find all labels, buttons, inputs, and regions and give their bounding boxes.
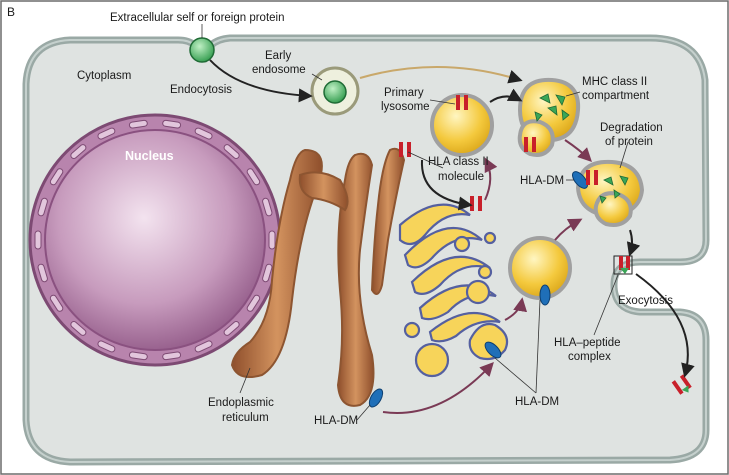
nuclear-pore (246, 294, 261, 312)
arrow-mhc-to-degradation (564, 139, 592, 162)
nuclear-pore (128, 119, 148, 129)
label-hla-dm-top: HLA-DM (520, 175, 564, 187)
nuclear-pore (223, 320, 240, 336)
arrow-degradation-to-membrane (626, 229, 641, 257)
label-hla-class-ii-line2: molecule (438, 171, 484, 183)
mhc-class-ii-compartment (517, 77, 581, 157)
hla-peptide-complex-membrane (613, 255, 633, 275)
label-cytoplasm: Cytoplasm (77, 70, 131, 82)
golgi-vesicle-hla-dm (468, 322, 509, 361)
nuclear-pore (37, 263, 48, 283)
nuclear-pore (162, 351, 182, 361)
arrow-er-to-golgi (420, 159, 473, 211)
nuclear-pore (128, 351, 148, 361)
nuclear-envelope-pores (34, 119, 276, 361)
golgi-apparatus (398, 203, 501, 378)
arrow-vesicle-to-transport (504, 297, 528, 321)
label-exocytosis: Exocytosis (618, 295, 673, 307)
nuclear-pore (194, 127, 213, 140)
nuclear-pore (246, 168, 261, 186)
label-endocytosis: Endocytosis (170, 84, 232, 96)
arrow-transport-to-degradation (554, 218, 583, 241)
label-hla-class-ii-line1: HLA class II (428, 156, 489, 168)
arrow-golgi-to-lysosome (484, 157, 498, 201)
nuclear-pore (262, 197, 273, 217)
panel-letter: B (7, 5, 15, 19)
label-extracellular: Extracellular self or foreign protein (110, 12, 285, 24)
label-degradation-line2: of protein (605, 136, 653, 148)
nuclear-pore (223, 144, 240, 160)
nuclear-pore (162, 119, 182, 129)
early-endosome (310, 66, 360, 116)
label-er-line1: Endoplasmic (208, 397, 274, 409)
nuclear-pore (194, 340, 213, 353)
hla-dm-icon (539, 284, 551, 306)
hla-class-ii-molecule-er (399, 142, 411, 157)
endoplasmic-reticulum (230, 147, 406, 407)
nuclear-pore (268, 230, 276, 250)
primary-lysosome (430, 93, 494, 157)
hla-dm-icon (572, 171, 588, 189)
label-degradation-line1: Degradation (600, 122, 663, 134)
label-hla-dm-bottom: HLA-DM (314, 415, 358, 427)
arrows (209, 59, 695, 414)
label-early-endosome-line1: Early (265, 50, 291, 62)
hla-class-ii-icon (586, 170, 598, 185)
arrow-er-to-golgi-vesicle (382, 361, 494, 414)
label-primary-lysosome-line2: lysosome (381, 101, 430, 113)
nuclear-pore (70, 144, 87, 160)
label-hla-dm-mid: HLA-DM (515, 396, 559, 408)
nuclear-pore (97, 340, 116, 353)
nucleus-label: Nucleus (125, 149, 174, 163)
hla-class-ii-icon (524, 137, 536, 152)
label-primary-lysosome-line1: Primary (384, 87, 424, 99)
nuclear-pore (37, 197, 48, 217)
arrow-endocytosis (209, 59, 313, 103)
label-early-endosome-line2: endosome (252, 64, 306, 76)
nuclear-pore (97, 127, 116, 140)
nuclear-pore (49, 168, 64, 186)
nuclear-pore (262, 263, 273, 283)
degradation-compartment (572, 159, 645, 227)
arrow-lysosome-to-mhc (489, 88, 523, 103)
arrow-exocytosis (635, 273, 695, 378)
label-mhc-compartment-line2: compartment (582, 90, 650, 102)
label-hla-peptide-line1: HLA–peptide (554, 337, 621, 349)
label-er-line2: reticulum (222, 412, 269, 424)
nuclear-pore (70, 320, 87, 336)
label-mhc-compartment-line1: MHC class II (582, 76, 647, 88)
label-hla-peptide-line2: complex (568, 351, 611, 363)
arrow-endosome-to-mhc (359, 65, 523, 84)
hla-class-ii-icon (456, 95, 468, 110)
leader-lines (201, 24, 629, 421)
nucleus: Nucleus (28, 113, 282, 367)
nuclear-pore (49, 294, 64, 312)
hla-dm-er-icon (368, 388, 384, 408)
nuclear-pore (34, 230, 42, 250)
hla-peptide-complex-exterior (671, 374, 692, 395)
extracellular-protein (189, 37, 215, 63)
transport-vesicle (508, 236, 572, 306)
